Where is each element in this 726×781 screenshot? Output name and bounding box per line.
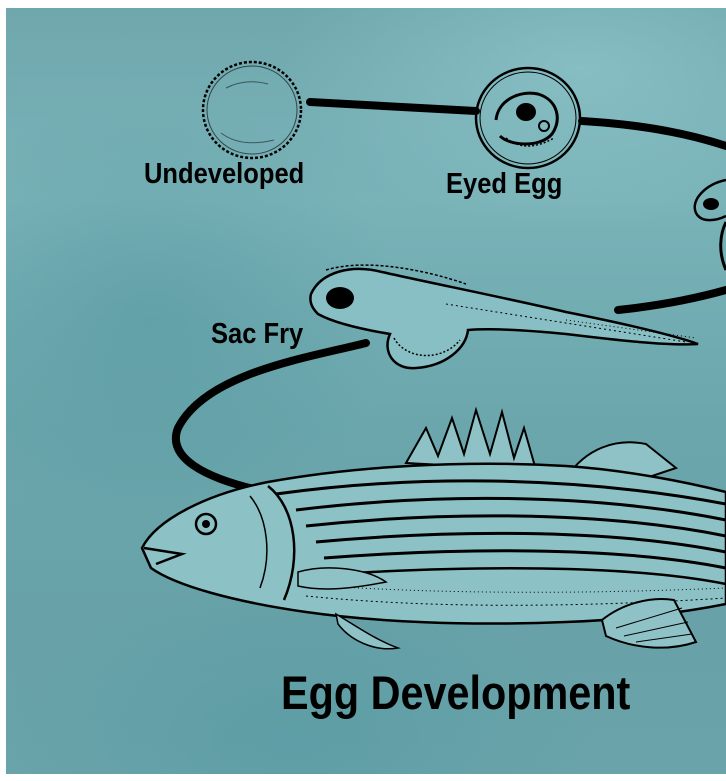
undeveloped-egg-icon [203, 62, 301, 158]
connector-undeveloped-to-eyed [310, 102, 476, 111]
stage-label-eyed-egg: Eyed Egg [446, 168, 562, 201]
eyed-egg-icon [476, 68, 580, 168]
adult-striped-bass-icon [142, 410, 726, 649]
sac-fry-icon [310, 265, 698, 368]
connector-next-to-sacfry [618, 290, 726, 310]
diagram-artwork [6, 8, 726, 774]
hatching-larva-icon [695, 180, 726, 270]
diagram-panel: Undeveloped Eyed Egg Sac Fry Egg Develop… [6, 8, 726, 774]
connector-sacfry-to-adult [176, 343, 366, 490]
connector-eyed-to-next [582, 121, 726, 146]
stage-label-undeveloped: Undeveloped [144, 158, 304, 191]
diagram-title: Egg Development [281, 665, 630, 720]
stage-label-sac-fry: Sac Fry [211, 318, 303, 351]
